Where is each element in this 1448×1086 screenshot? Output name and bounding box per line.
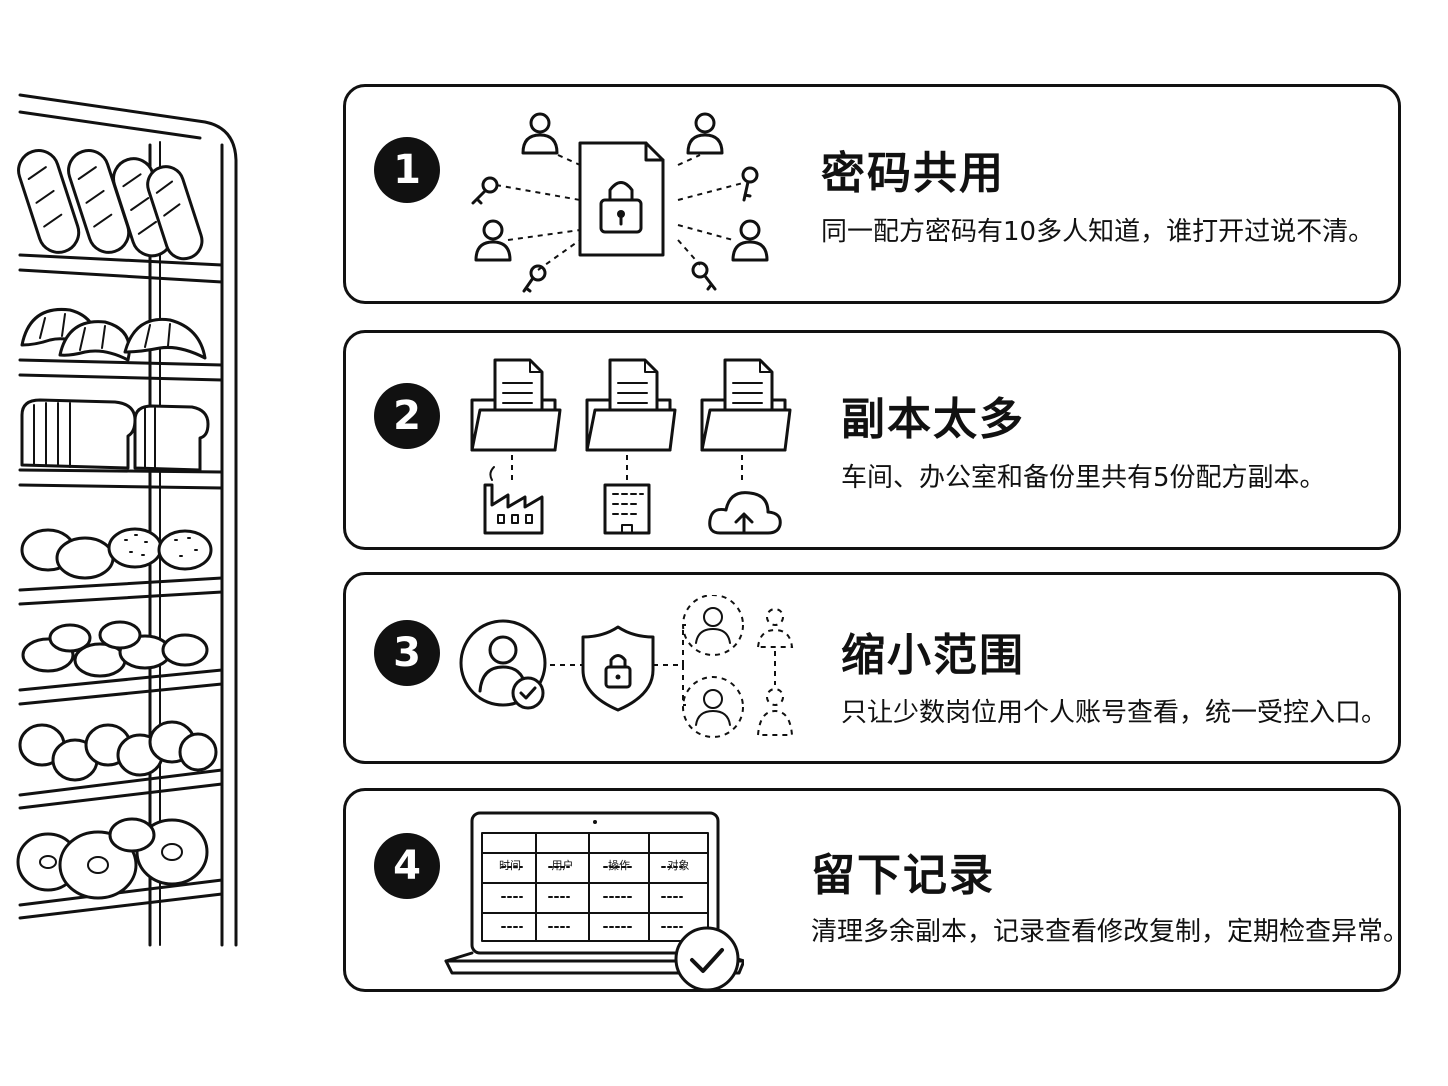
step-card-4: 4 时间 用户 操作 对象 留下记录 清理多余副本，记录查看修改复制，定期检查异… bbox=[343, 788, 1409, 992]
log-table-header-time: 时间 bbox=[499, 859, 521, 872]
sliced-bread bbox=[20, 398, 210, 472]
step-description: 同一配方密码有10多人知道，谁打开过说不清。 bbox=[821, 217, 1375, 247]
step-number-badge: 4 bbox=[374, 833, 440, 899]
office-building-icon bbox=[603, 483, 651, 535]
shield-lock-icon bbox=[581, 625, 655, 712]
bread-shelf-illustration bbox=[0, 0, 250, 960]
user-icon bbox=[474, 112, 769, 262]
dashed-user-icon bbox=[682, 595, 794, 738]
step-number-badge: 2 bbox=[374, 383, 440, 449]
laptop-icon: 时间 用户 操作 对象 bbox=[444, 811, 744, 992]
rolls bbox=[21, 620, 209, 678]
check-circle-icon bbox=[674, 926, 740, 992]
buns bbox=[20, 527, 213, 580]
shared-password-illustration bbox=[468, 105, 778, 295]
log-table-header-action: 操作 bbox=[608, 859, 630, 872]
dashed-connections bbox=[495, 154, 744, 271]
step-number-badge: 1 bbox=[374, 137, 440, 203]
copies-illustration bbox=[470, 355, 800, 540]
folder-document-icon bbox=[470, 358, 792, 452]
key-icon bbox=[471, 166, 759, 293]
step-description: 车间、办公室和备份里共有5份配方副本。 bbox=[841, 463, 1326, 493]
step-description: 只让少数岗位用个人账号查看，统一受控入口。 bbox=[841, 698, 1388, 728]
step-title: 副本太多 bbox=[841, 394, 1025, 445]
step-number-badge: 3 bbox=[374, 620, 440, 686]
step-title: 留下记录 bbox=[811, 850, 995, 901]
step-card-3: 3 bbox=[343, 572, 1401, 764]
cloud-upload-icon bbox=[708, 491, 782, 535]
step-description: 清理多余副本，记录查看修改复制，定期检查异常。 bbox=[811, 917, 1410, 947]
log-table-header-user: 用户 bbox=[551, 859, 574, 872]
baguettes bbox=[17, 149, 204, 261]
step-card-1: 1 bbox=[343, 84, 1401, 304]
log-table-header-object: 对象 bbox=[667, 859, 690, 872]
brioche bbox=[18, 720, 218, 782]
factory-icon bbox=[483, 466, 544, 535]
access-scope-illustration bbox=[458, 595, 808, 745]
step-card-2: 2 bbox=[343, 330, 1401, 550]
bagels bbox=[16, 817, 209, 900]
step-title: 密码共用 bbox=[821, 148, 1005, 199]
step-title: 缩小范围 bbox=[841, 630, 1025, 681]
lock-document-icon bbox=[578, 141, 665, 257]
verified-user-icon bbox=[459, 619, 547, 710]
croissants bbox=[20, 307, 207, 362]
